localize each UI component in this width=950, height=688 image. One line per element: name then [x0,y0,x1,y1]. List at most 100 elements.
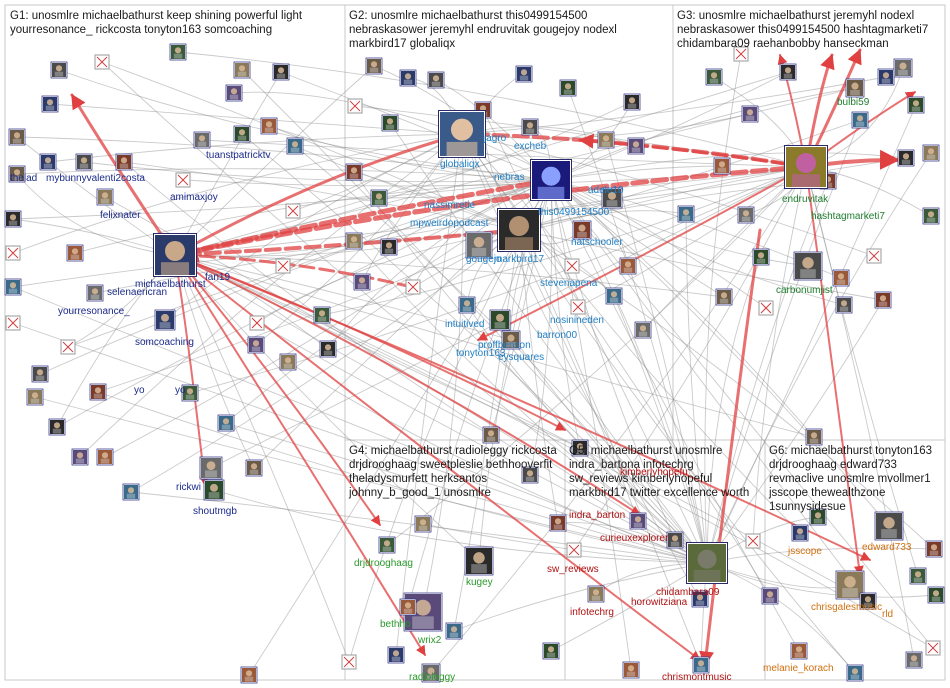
avatar-node-127[interactable] [761,587,779,605]
avatar-node-86[interactable] [835,296,853,314]
avatar-node-31[interactable] [71,448,89,466]
avatar-node-128[interactable] [790,642,808,660]
avatar-node-69[interactable] [605,287,623,305]
avatar-node-109[interactable] [387,646,405,664]
avatar-node-90[interactable] [897,149,915,167]
avatar-node-49[interactable] [399,69,417,87]
avatar-node-105[interactable] [445,622,463,640]
avatar-node-131[interactable] [927,586,945,604]
avatar-node-119[interactable] [809,508,827,526]
avatar-node-111[interactable] [549,514,567,532]
hub-node-mark[interactable] [497,208,541,252]
avatar-node-9[interactable] [286,137,304,155]
avatar-node-65[interactable] [597,131,615,149]
avatar-node-94[interactable] [893,58,913,78]
avatar-node-102[interactable] [464,546,494,576]
avatar-node-0[interactable] [8,128,26,146]
avatar-node-60[interactable] [501,330,521,350]
avatar-node-21[interactable] [4,278,22,296]
avatar-node-13[interactable] [39,153,57,171]
hub-node-endru[interactable] [784,145,828,189]
avatar-node-53[interactable] [345,232,363,250]
broken-image-node-19[interactable] [5,245,21,261]
avatar-node-59[interactable] [489,309,511,331]
avatar-node-97[interactable] [877,68,895,86]
avatar-node-63[interactable] [572,220,592,240]
avatar-node-34[interactable] [199,456,223,480]
avatar-node-82[interactable] [737,206,755,224]
avatar-node-35[interactable] [203,479,225,501]
avatar-node-22[interactable] [86,284,104,302]
avatar-node-27[interactable] [89,383,107,401]
avatar-node-78[interactable] [779,63,797,81]
avatar-node-4[interactable] [169,43,187,61]
avatar-node-66[interactable] [623,93,641,111]
avatar-node-76[interactable] [705,68,723,86]
avatar-node-55[interactable] [353,273,371,291]
avatar-node-129[interactable] [846,664,864,682]
hub-node-glob[interactable] [438,110,486,158]
avatar-node-58[interactable] [465,231,493,259]
avatar-node-122[interactable] [874,511,904,541]
avatar-node-114[interactable] [571,439,589,457]
avatar-node-17[interactable] [96,188,114,206]
avatar-node-125[interactable] [835,570,865,600]
avatar-node-36[interactable] [245,459,263,477]
avatar-node-120[interactable] [805,428,823,446]
avatar-node-2[interactable] [50,61,68,79]
avatar-node-98[interactable] [793,251,823,281]
broken-image-node-77[interactable] [733,46,749,62]
avatar-node-95[interactable] [907,96,925,114]
avatar-node-29[interactable] [26,388,44,406]
avatar-node-71[interactable] [559,79,577,97]
avatar-node-70[interactable] [634,321,652,339]
broken-image-node-39[interactable] [249,315,265,331]
avatar-node-100[interactable] [378,536,396,554]
avatar-node-133[interactable] [691,590,709,608]
avatar-node-73[interactable] [515,65,533,83]
avatar-node-50[interactable] [427,71,445,89]
avatar-node-48[interactable] [365,57,383,75]
broken-image-node-108[interactable] [341,654,357,670]
avatar-node-15[interactable] [115,153,133,171]
broken-image-node-24[interactable] [60,339,76,355]
avatar-node-32[interactable] [96,448,114,466]
avatar-node-62[interactable] [601,187,623,209]
avatar-node-18[interactable] [4,210,22,228]
avatar-node-81[interactable] [677,205,695,223]
hub-node-chid[interactable] [686,542,728,584]
avatar-node-72[interactable] [482,426,500,444]
avatar-node-54[interactable] [380,238,398,256]
avatar-node-84[interactable] [715,288,733,306]
avatar-node-33[interactable] [122,483,140,501]
avatar-node-106[interactable] [421,663,441,683]
avatar-node-11[interactable] [233,125,251,143]
avatar-node-47[interactable] [381,114,399,132]
avatar-node-7[interactable] [225,84,243,102]
broken-image-node-23[interactable] [5,315,21,331]
avatar-node-87[interactable] [874,291,892,309]
avatar-node-101[interactable] [414,515,432,533]
avatar-node-45[interactable] [217,414,235,432]
avatar-node-92[interactable] [832,269,850,287]
avatar-node-89[interactable] [922,144,940,162]
avatar-node-134[interactable] [666,531,684,549]
broken-image-node-132[interactable] [925,640,941,656]
broken-image-node-38[interactable] [275,258,291,274]
avatar-node-30[interactable] [48,418,66,436]
broken-image-node-46[interactable] [347,98,363,114]
avatar-node-110[interactable] [521,466,539,484]
avatar-node-57[interactable] [458,296,476,314]
avatar-node-88[interactable] [922,207,940,225]
avatar-node-67[interactable] [627,137,645,155]
avatar-node-79[interactable] [741,105,759,123]
avatar-node-83[interactable] [752,248,770,266]
avatar-node-6[interactable] [272,63,290,81]
avatar-node-12[interactable] [8,165,26,183]
broken-image-node-85[interactable] [758,300,774,316]
avatar-node-104[interactable] [399,598,417,616]
broken-image-node-91[interactable] [866,248,882,264]
broken-image-node-3[interactable] [94,54,110,70]
avatar-node-40[interactable] [313,306,331,324]
avatar-node-43[interactable] [247,336,265,354]
